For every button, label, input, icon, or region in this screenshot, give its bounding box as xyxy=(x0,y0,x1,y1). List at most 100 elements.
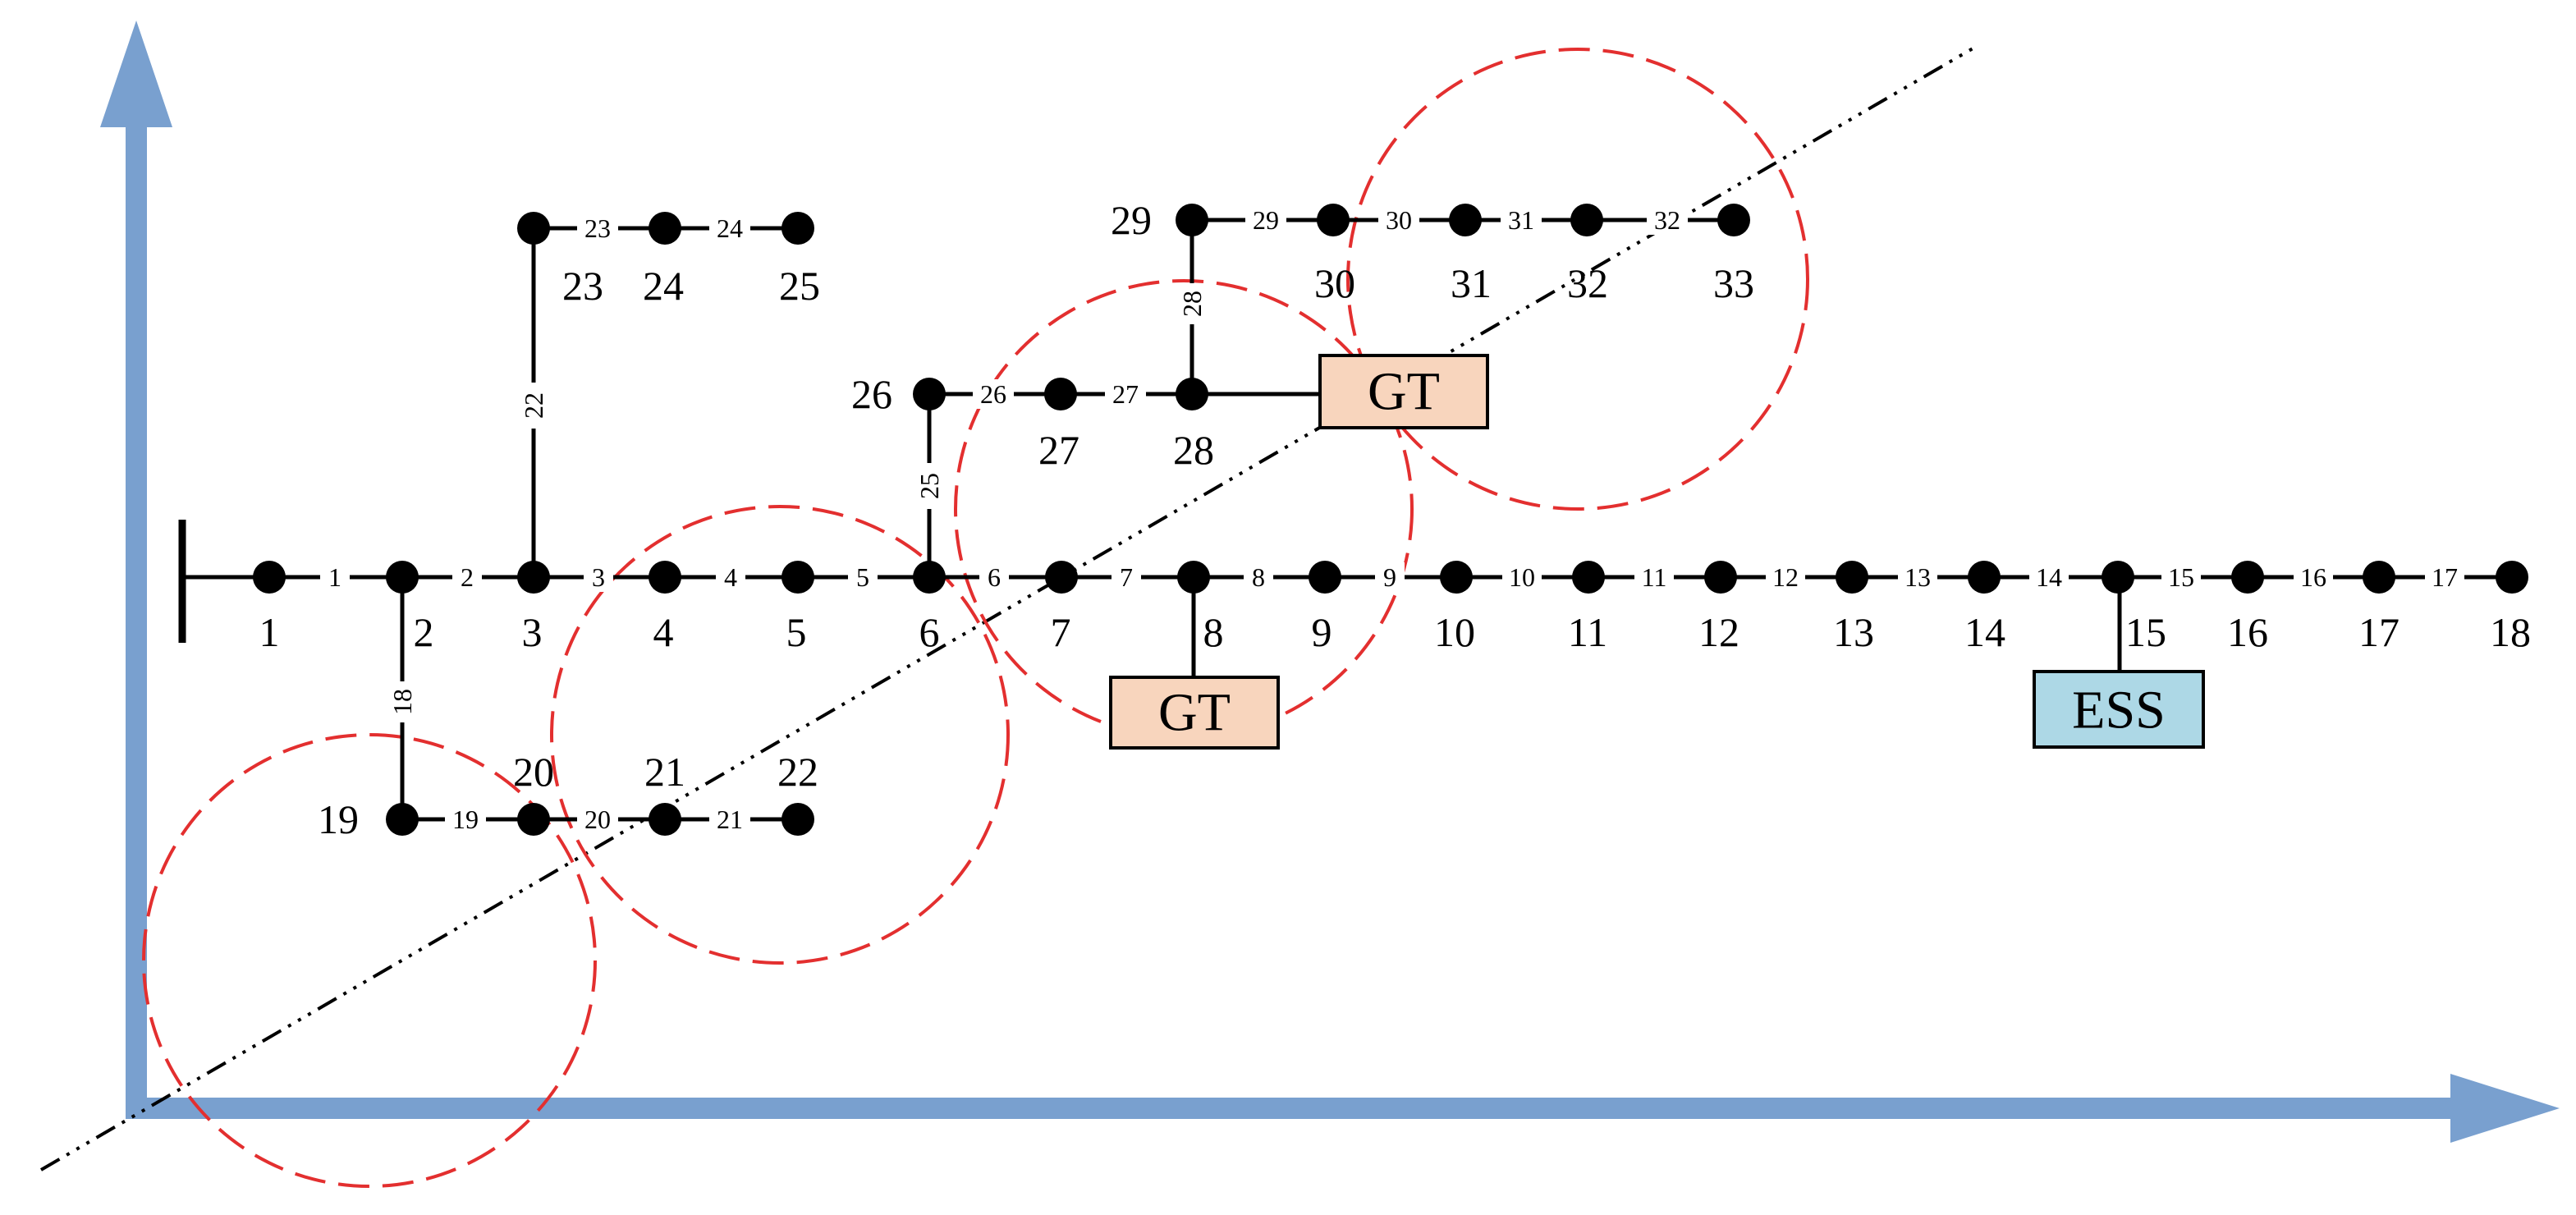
branch-label-4: 4 xyxy=(724,562,737,592)
axes xyxy=(100,21,2560,1143)
branch-label-15: 15 xyxy=(2168,562,2194,592)
bus-node-21 xyxy=(649,803,681,836)
branch-label-9: 9 xyxy=(1383,562,1396,592)
bus-node-5 xyxy=(782,561,814,594)
bus-label-25: 25 xyxy=(779,263,820,309)
bus-node-4 xyxy=(649,561,681,594)
bus-node-11 xyxy=(1572,561,1605,594)
bus-node-9 xyxy=(1309,561,1341,594)
bus-node-18 xyxy=(2496,561,2528,594)
bus-label-18: 18 xyxy=(2490,609,2531,655)
bus-node-25 xyxy=(782,212,814,245)
bus-node-2 xyxy=(386,561,419,594)
bus-label-11: 11 xyxy=(1568,609,1607,655)
bus-label-6: 6 xyxy=(919,609,940,655)
bus-node-32 xyxy=(1570,204,1603,236)
branch-label-22: 22 xyxy=(519,392,548,419)
branch-label-29: 29 xyxy=(1253,205,1279,235)
bus-node-28 xyxy=(1176,378,1208,410)
coverage-circles xyxy=(142,48,1809,1188)
bus-label-9: 9 xyxy=(1312,609,1332,655)
bus-label-32: 32 xyxy=(1567,260,1608,306)
x-axis-arrowhead xyxy=(2450,1074,2560,1143)
gt-label-bus-8: GT xyxy=(1158,683,1231,743)
branch-label-20: 20 xyxy=(584,805,611,834)
bus-label-13: 13 xyxy=(1833,609,1874,655)
bus-node-31 xyxy=(1449,204,1482,236)
branch-label-17: 17 xyxy=(2432,562,2458,592)
branch-label-28: 28 xyxy=(1177,291,1207,317)
gt-box-bus-28 xyxy=(1318,354,1489,429)
bus-node-3 xyxy=(517,561,550,594)
bus-label-21: 21 xyxy=(644,749,685,795)
bus-label-24: 24 xyxy=(643,263,684,309)
branch-label-31: 31 xyxy=(1508,205,1534,235)
bus-label-33: 33 xyxy=(1713,260,1754,306)
branch-label-24: 24 xyxy=(717,213,743,243)
bus-label-7: 7 xyxy=(1051,609,1071,655)
bus-label-29: 29 xyxy=(1111,197,1152,243)
bus-node-14 xyxy=(1968,561,2001,594)
bus-node-26 xyxy=(913,378,946,410)
bus-label-17: 17 xyxy=(2358,609,2400,655)
bus-label-2: 2 xyxy=(414,609,434,655)
branch-label-1: 1 xyxy=(328,562,341,592)
branch-label-3: 3 xyxy=(592,562,605,592)
bus-node-20 xyxy=(517,803,550,836)
bus-label-16: 16 xyxy=(2227,609,2268,655)
devices: GT GT ESS xyxy=(1109,354,2205,750)
coverage-circle-3 xyxy=(954,279,1414,739)
bus-label-4: 4 xyxy=(653,609,674,655)
coverage-circle-2 xyxy=(550,505,1010,965)
branch-label-19: 19 xyxy=(452,805,479,834)
bus-label-3: 3 xyxy=(522,609,543,655)
branch-label-25: 25 xyxy=(914,473,944,499)
gt-box-bus-8 xyxy=(1109,676,1280,750)
branch-labels: 1 2 3 4 5 6 7 8 9 10 11 12 13 14 15 16 1… xyxy=(320,205,2464,834)
bus-node-10 xyxy=(1440,561,1473,594)
bus-label-20: 20 xyxy=(513,749,554,795)
bus-nodes xyxy=(253,204,2528,836)
bus-node-13 xyxy=(1836,561,1868,594)
bus-label-30: 30 xyxy=(1314,260,1355,306)
bus-node-17 xyxy=(2363,561,2395,594)
bus-label-1: 1 xyxy=(259,609,280,655)
branch-label-2: 2 xyxy=(461,562,474,592)
bus-label-10: 10 xyxy=(1434,609,1475,655)
gt-label-bus-28: GT xyxy=(1368,362,1440,422)
bus-label-12: 12 xyxy=(1698,609,1739,655)
bus-label-5: 5 xyxy=(786,609,807,655)
branch-label-30: 30 xyxy=(1386,205,1412,235)
bus-node-29 xyxy=(1176,204,1208,236)
bus-node-12 xyxy=(1704,561,1737,594)
ess-box-bus-15 xyxy=(2033,670,2205,749)
bus-node-22 xyxy=(782,803,814,836)
bus-node-16 xyxy=(2231,561,2264,594)
branch-label-26: 26 xyxy=(980,379,1006,409)
bus-label-8: 8 xyxy=(1203,609,1224,655)
bus-node-23 xyxy=(517,212,550,245)
bus-node-6 xyxy=(913,561,946,594)
ess-label-bus-15: ESS xyxy=(2072,681,2166,740)
branch-label-10: 10 xyxy=(1509,562,1535,592)
bus-label-19: 19 xyxy=(318,796,359,842)
coverage-circle-1 xyxy=(142,733,597,1188)
lateral-6-26-28 xyxy=(927,392,1323,577)
branch-label-16: 16 xyxy=(2300,562,2326,592)
branch-label-27: 27 xyxy=(1112,379,1139,409)
branch-label-23: 23 xyxy=(584,213,611,243)
branch-label-5: 5 xyxy=(856,562,869,592)
bus-label-26: 26 xyxy=(851,371,892,417)
branch-label-13: 13 xyxy=(1904,562,1931,592)
bus-node-8 xyxy=(1177,561,1210,594)
branch-label-18: 18 xyxy=(387,689,417,715)
branch-label-7: 7 xyxy=(1120,562,1133,592)
bus-node-1 xyxy=(253,561,286,594)
bus-node-27 xyxy=(1044,378,1077,410)
bus-label-22: 22 xyxy=(777,749,818,795)
coverage-circle-4 xyxy=(1346,48,1809,511)
bus-label-31: 31 xyxy=(1451,260,1492,306)
branch-label-12: 12 xyxy=(1772,562,1799,592)
lateral-2-19-22 xyxy=(400,577,798,822)
